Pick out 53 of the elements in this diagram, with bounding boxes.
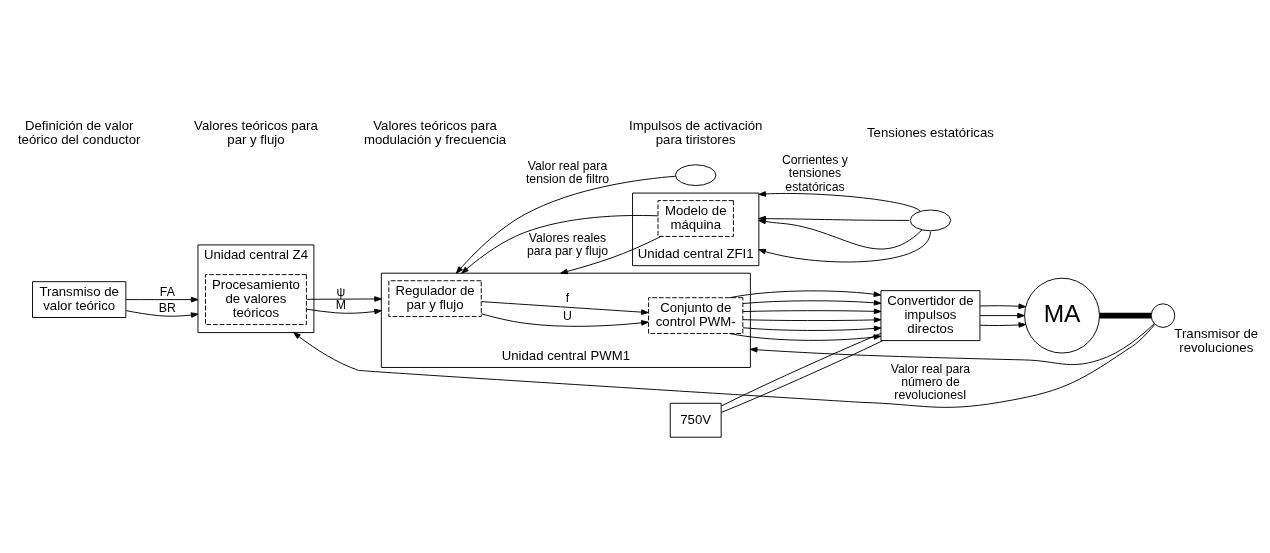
label: Tensiones estatóricas xyxy=(867,125,994,141)
arrow xyxy=(480,301,649,315)
arrow xyxy=(125,296,199,303)
node-oval xyxy=(909,209,952,232)
edge-label: ψ xyxy=(336,285,346,300)
connector xyxy=(1099,312,1152,319)
edge-label: Valor real para número de revolucionesI xyxy=(890,361,971,402)
node-box: 750V xyxy=(669,402,722,438)
arrow xyxy=(742,317,882,323)
arrow xyxy=(979,322,1026,328)
label: Valores teóricos para par y flujo xyxy=(194,118,318,148)
connector xyxy=(721,340,884,413)
node-box: Regulador de par y flujo xyxy=(388,280,482,318)
arrow xyxy=(742,300,882,306)
arrow xyxy=(979,303,1026,310)
arrow xyxy=(125,310,199,318)
label: Valores teóricos para modulación y frecuencia xyxy=(363,118,507,148)
node-box: Transmiso de valor teórico xyxy=(32,281,127,318)
node-label: Transmisor de revoluciones xyxy=(1174,325,1259,356)
node-circle xyxy=(1150,303,1176,328)
label: Impulsos de activación para tiristores xyxy=(629,118,763,148)
arrow xyxy=(293,324,1156,408)
arrow xyxy=(742,308,882,315)
arrow xyxy=(306,308,382,315)
node-box: Modelo de máquina xyxy=(657,200,734,237)
arrow xyxy=(758,231,931,263)
node-box: Procesamiento de valores teóricos xyxy=(205,274,307,326)
arrow xyxy=(306,296,382,302)
arrow xyxy=(758,218,923,250)
node-box: Conjunto de control PWM- xyxy=(648,297,744,334)
edge-label: U xyxy=(563,308,572,323)
node-circle: MA xyxy=(1024,277,1100,354)
edge-label: Valor real para tension de filtro xyxy=(525,158,610,187)
arrow xyxy=(480,313,649,327)
arrow xyxy=(461,215,659,274)
connector xyxy=(721,332,882,407)
arrow xyxy=(749,323,1155,366)
arrow xyxy=(560,236,662,275)
arrow xyxy=(979,312,1025,319)
edge-label: Corrientes y tensiones estatóricas xyxy=(781,153,848,194)
arrow xyxy=(729,333,882,341)
node-box: Convertidor de impulsos directos xyxy=(880,290,981,342)
edge-label: FA xyxy=(159,285,175,300)
arrow xyxy=(758,191,921,212)
edge-label: f xyxy=(565,290,570,305)
label: Definición de valor teórico del conductor xyxy=(17,118,141,148)
edge-label: Valores reales para par y flujo xyxy=(526,230,609,258)
arrow xyxy=(742,325,882,332)
edge-label: M xyxy=(335,298,346,313)
arrow xyxy=(455,175,676,274)
arrow xyxy=(729,290,882,299)
edge-label: BR xyxy=(158,301,176,316)
node-oval xyxy=(674,164,717,186)
